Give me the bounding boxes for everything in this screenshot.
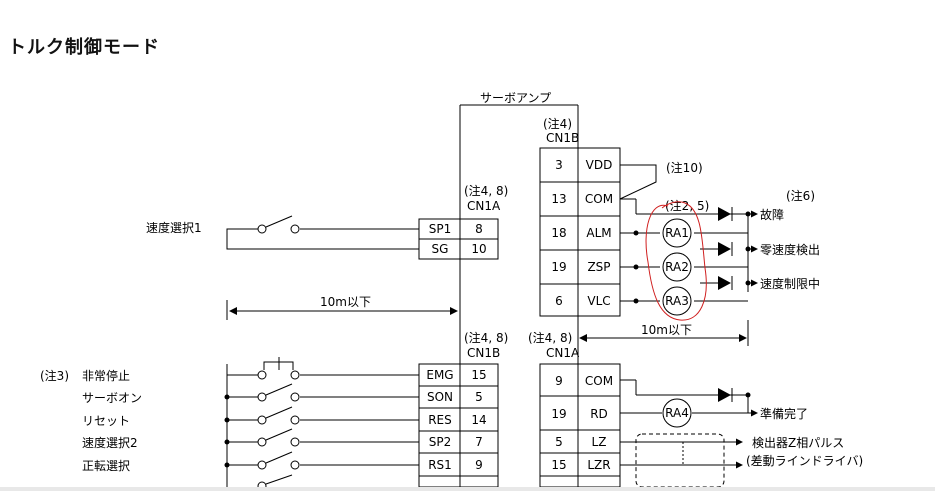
- svg-text:RA3: RA3: [665, 294, 689, 308]
- cn1b-pin-9: 9: [475, 458, 483, 472]
- dim-right-label: 10m以下: [641, 323, 692, 337]
- relay-ra2: RA2: [662, 252, 692, 282]
- cn1a-right-sig-lz: LZ: [592, 435, 607, 449]
- output-ready: 準備完了: [760, 406, 808, 421]
- cn1b-top-sig-alm: ALM: [586, 226, 611, 240]
- vdd-com-jumper: [619, 164, 657, 200]
- note-6: (注6): [786, 188, 815, 203]
- note-cn1a-right-1: (注4, 8): [528, 330, 572, 345]
- svg-text:RA1: RA1: [665, 226, 689, 240]
- encoder-z-wiring: [620, 433, 735, 487]
- red-annotation-circle: [645, 201, 707, 321]
- speed-select-1-label: 速度選択1: [146, 220, 202, 235]
- cn1a-pin-8: 8: [475, 222, 483, 236]
- output-speed-limit: 速度制限中: [760, 276, 820, 291]
- diodes-top: [633, 207, 751, 304]
- relay-ra3: RA3: [662, 286, 692, 316]
- cn1b-top-pin-18: 18: [551, 226, 566, 240]
- cn1b-top-table: [539, 147, 621, 317]
- cn1b-sig-son: SON: [427, 390, 453, 404]
- bottom-scrollbar[interactable]: [0, 487, 935, 491]
- note-10: (注10): [666, 160, 703, 175]
- cn1b-top-pin-19: 19: [551, 260, 566, 274]
- note-cn1a-right-2: CN1A: [546, 346, 580, 360]
- cn1b-top-pin-6: 6: [555, 294, 563, 308]
- note-cn1b-left-2: CN1B: [467, 346, 500, 360]
- cn1b-top-sig-zsp: ZSP: [587, 260, 610, 274]
- note-2-5: (注2, 5): [665, 198, 709, 213]
- cn1b-top-pin-13: 13: [551, 192, 566, 206]
- cn1b-sig-rs1: RS1: [428, 458, 452, 472]
- cn1a-right-sig-rd: RD: [590, 407, 608, 421]
- svg-text:RA2: RA2: [665, 260, 689, 274]
- cn1a-right-pin-15: 15: [551, 458, 566, 472]
- switch-speed-select-1: [226, 215, 419, 250]
- input-label-forward-select: 正転選択: [82, 459, 130, 473]
- encoder-z-sublabel: (差動ラインドライバ): [746, 454, 863, 468]
- page-title: トルク制御モード: [8, 37, 160, 58]
- cn1b-pin-14: 14: [471, 413, 486, 427]
- cn1b-sig-emg: EMG: [426, 368, 453, 382]
- output-fault: 故障: [760, 207, 784, 222]
- relay-ra4: RA4: [662, 398, 692, 428]
- dim-left-label: 10m以下: [320, 295, 371, 309]
- cn1b-pin-15: 15: [471, 368, 486, 382]
- cn1b-left-table: [418, 363, 499, 487]
- cn1a-sig-sg: SG: [432, 242, 449, 256]
- cn1b-pin-7: 7: [475, 435, 483, 449]
- input-label-emergency-stop: 非常停止: [82, 368, 130, 383]
- encoder-z-label: 検出器Z相パルス: [752, 436, 844, 450]
- cn1a-right-pin-9: 9: [555, 374, 563, 388]
- cn1a-sig-sp1: SP1: [429, 222, 452, 236]
- cn1a-right-sig-lzr: LZR: [587, 458, 610, 472]
- diode-ra4: [718, 388, 731, 402]
- output-zero-speed: 零速度検出: [760, 242, 820, 257]
- cn1b-sig-sp2: SP2: [429, 435, 452, 449]
- note-cn1a-left-1: (注4, 8): [464, 183, 508, 198]
- cn1b-pin-5: 5: [475, 390, 483, 404]
- note-cn1b-top-2: CN1B: [546, 131, 579, 145]
- input-label-reset: リセット: [82, 414, 130, 428]
- cn1b-top-sig-vdd: VDD: [586, 158, 613, 172]
- cn1b-top-sig-com: COM: [585, 192, 613, 206]
- input-switches: [226, 357, 419, 487]
- output-wiring: [620, 198, 749, 302]
- svg-text:RA4: RA4: [665, 406, 689, 420]
- note-cn1b-left-1: (注4, 8): [464, 330, 508, 345]
- note-3: (注3): [40, 368, 69, 383]
- cn1a-pin-10: 10: [471, 242, 486, 256]
- cn1a-right-pin-5: 5: [555, 435, 563, 449]
- cn1a-right-pin-19: 19: [551, 407, 566, 421]
- note-cn1a-left-2: CN1A: [467, 199, 501, 213]
- input-label-speed-select-2: 速度選択2: [82, 435, 138, 450]
- cn1a-top-table: [418, 218, 499, 260]
- cn1b-sig-res: RES: [428, 413, 452, 427]
- note-cn1b-top-1: (注4): [543, 116, 572, 131]
- relay-ra1: RA1: [662, 218, 692, 248]
- servo-amp-label: サーボアンプ: [480, 91, 551, 105]
- cn1a-right-table: [539, 363, 621, 487]
- cn1b-top-pin-3: 3: [555, 158, 563, 172]
- junction-dots-left: [224, 394, 230, 468]
- input-label-servo-on: サーボオン: [82, 391, 142, 405]
- cn1a-right-sig-com: COM: [585, 374, 613, 388]
- cn1b-top-sig-vlc: VLC: [587, 294, 610, 308]
